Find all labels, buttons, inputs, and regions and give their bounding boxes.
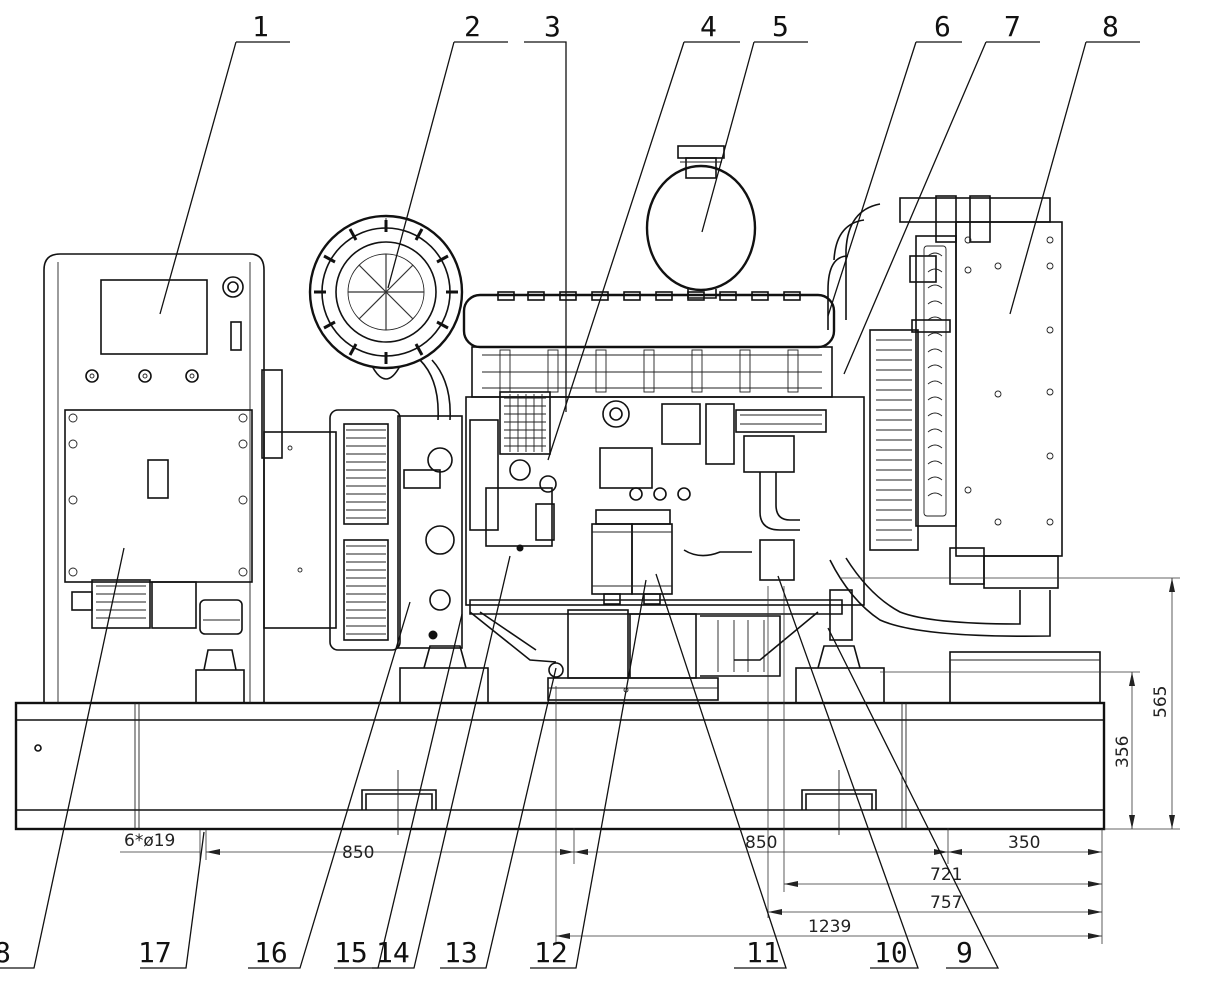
control-panel: [43, 253, 283, 704]
dim-holes: 6*ø19: [124, 831, 175, 851]
callout-5: 5: [772, 10, 789, 43]
dim-757: 757: [930, 893, 962, 913]
radiator: [827, 195, 1101, 704]
callout-17: 17: [138, 936, 172, 969]
callout-2: 2: [464, 10, 481, 43]
callout-15: 15: [334, 936, 368, 969]
leader-lines-bottom: [0, 547, 1000, 969]
dimension-lines: [120, 577, 1180, 944]
callout-12: 12: [534, 936, 568, 969]
leader-lines-top: [159, 41, 1140, 461]
dim-356: 356: [1113, 736, 1133, 768]
engine: [399, 291, 885, 704]
callout-16: 16: [254, 936, 288, 969]
callout-7: 7: [1004, 10, 1021, 43]
dim-721: 721: [930, 865, 962, 885]
dimension-labels: 6*ø19 850 850 350 721 757 1239 356 565: [124, 686, 1171, 937]
callout-3: 3: [544, 10, 561, 43]
callout-13: 13: [444, 936, 478, 969]
dim-850-left: 850: [342, 843, 374, 863]
air-filter: [308, 214, 464, 421]
dim-565: 565: [1151, 686, 1171, 718]
dim-1239: 1239: [808, 917, 851, 937]
dim-850-right: 850: [745, 833, 777, 853]
alternator: [263, 409, 463, 651]
callout-8-bottom: 8: [0, 936, 11, 969]
callout-6: 6: [934, 10, 951, 43]
callout-11: 11: [746, 936, 780, 969]
base-frame: [14, 701, 1106, 835]
exhaust-silencer: [645, 145, 757, 299]
callout-9: 9: [956, 936, 973, 969]
callout-4: 4: [700, 10, 717, 43]
callout-1: 1: [252, 10, 269, 43]
dim-350: 350: [1008, 833, 1040, 853]
callout-14: 14: [376, 936, 410, 969]
callout-numbers: 1 2 3 4 5 6 7 8 8 17 16 15 14 13 12 11 1…: [0, 10, 1119, 969]
callout-10: 10: [874, 936, 908, 969]
callout-8: 8: [1102, 10, 1119, 43]
